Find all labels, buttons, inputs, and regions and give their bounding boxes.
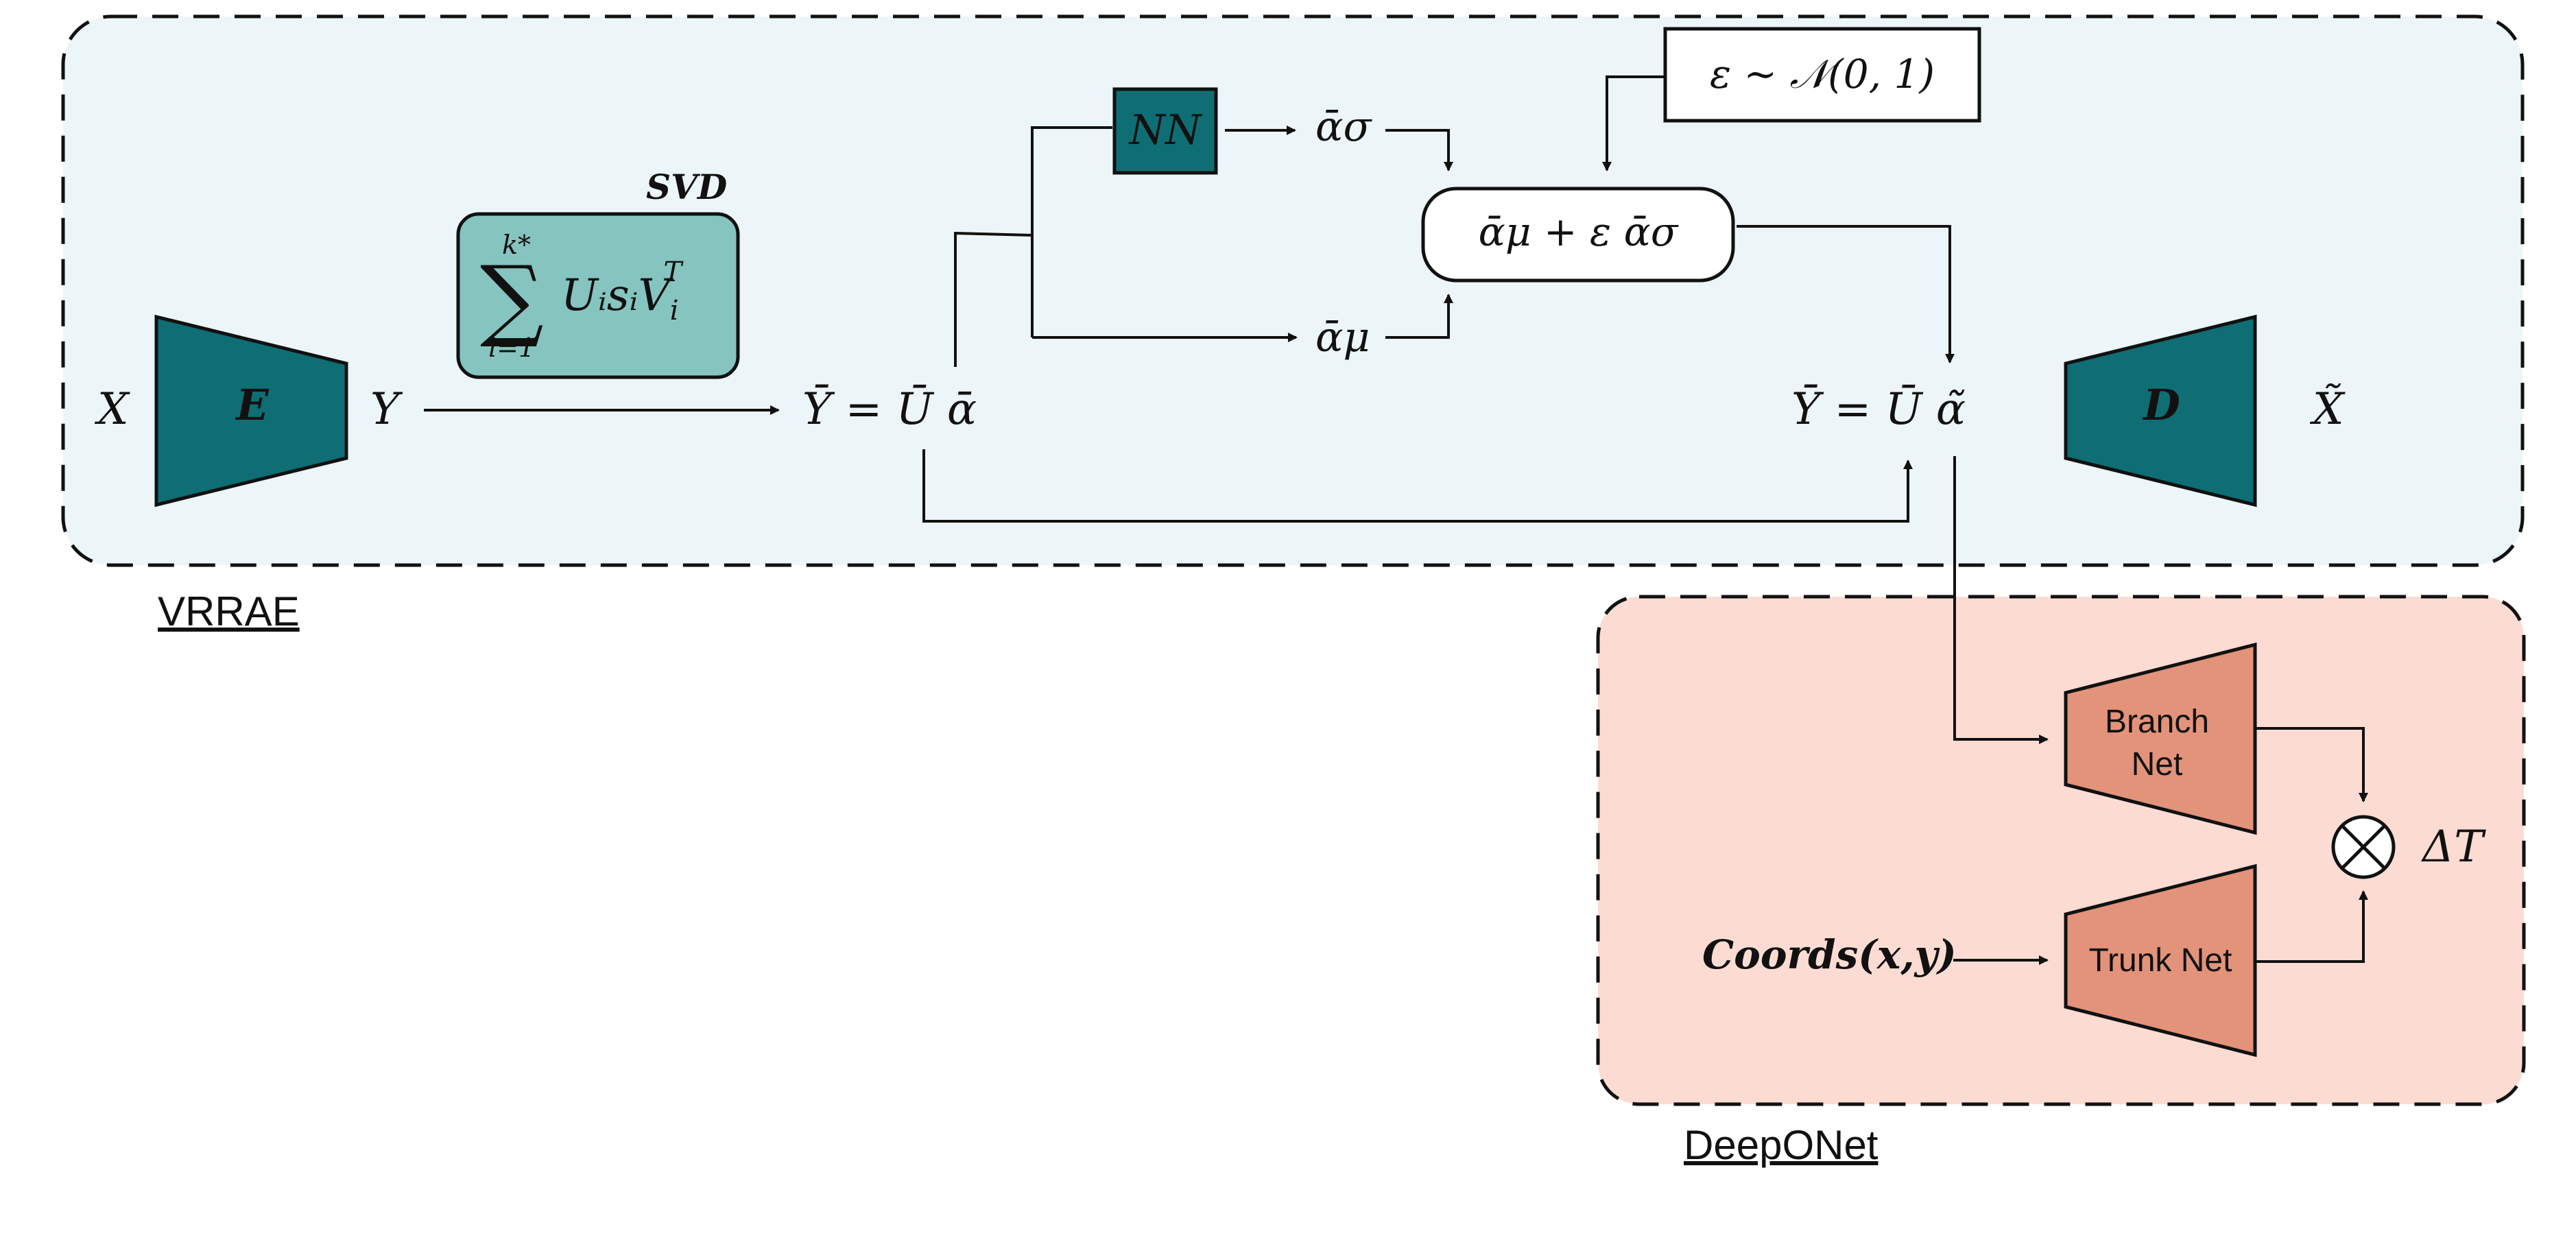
decoder-block: [2064, 314, 2257, 508]
alpha-sigma-label: ᾱσ: [1315, 103, 1373, 151]
branch-net-block: [2064, 642, 2257, 835]
reparam-box: [1421, 187, 1735, 283]
vrrae-group: [61, 14, 2525, 567]
svd-title: SVD: [646, 167, 727, 207]
decoder-label: D: [2142, 380, 2180, 430]
deeponet-group: [1596, 595, 2526, 1106]
reconstructed-latent-expression: Ȳ = Ū α̃: [1791, 384, 1966, 435]
sum-symbol: ∑: [480, 246, 544, 350]
arrow-alpha-sigma-to-reparam: [1385, 129, 1453, 171]
vrrae-label: VRRAE: [158, 588, 300, 634]
svd-term: UᵢsᵢViT: [561, 257, 684, 326]
arrow-branch-to-product: [2255, 727, 2368, 802]
trunk-net-block: [2064, 863, 2257, 1058]
deeponet-label: DeepONet: [1684, 1122, 1879, 1168]
input-x-label: X: [94, 384, 130, 435]
sum-upper-limit: k*: [502, 230, 531, 260]
noise-box: [1663, 27, 1981, 123]
reduced-expression: Ȳ = Ū ᾱ: [802, 384, 977, 435]
nn-label: NN: [1128, 106, 1204, 154]
reparam-expression: ᾱμ + ε ᾱσ: [1479, 208, 1679, 255]
arrow-reconstructed-to-branch: [1953, 456, 2049, 744]
coords-label: Coords(x,y): [1702, 931, 1957, 978]
encoder-block: [154, 314, 348, 508]
latent-y-label: Y: [370, 384, 403, 435]
circled-times-icon: [2331, 815, 2396, 879]
arrow-reparam-to-reconstructed: [1737, 225, 1955, 363]
noise-expression: ε ~ 𝒩(0, 1): [1710, 51, 1935, 97]
output-x-tilde-label: X̃: [2309, 383, 2346, 435]
nn-block: [1112, 87, 1218, 175]
trunk-net-label: Trunk Net: [2089, 942, 2232, 979]
arrow-skip-connection: [922, 449, 1913, 523]
sum-lower-limit: i=1: [488, 333, 535, 363]
alpha-mu-label: ᾱμ: [1315, 313, 1370, 361]
svd-box: [456, 212, 740, 379]
delta-t-label: ΔT: [2420, 822, 2486, 872]
arrow-alpha-mu-to-reparam: [1385, 294, 1453, 339]
arrow-trunk-to-product: [2255, 890, 2368, 963]
encoder-label: E: [235, 380, 269, 430]
arrow-noise-to-reparam: [1602, 75, 1665, 171]
connector-split-to-nn: [1031, 126, 1112, 337]
connector-reduced-to-split: [954, 231, 1033, 367]
